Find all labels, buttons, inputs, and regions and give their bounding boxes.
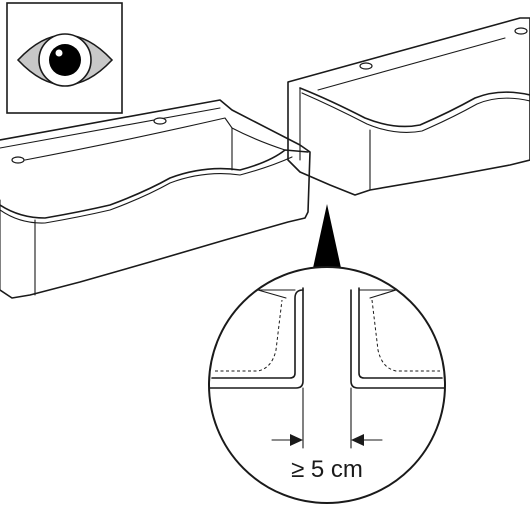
gap-dimension-label: ≥ 5 cm	[291, 456, 363, 483]
detail-circle: ≥ 5 cm	[208, 266, 446, 504]
right-section	[350, 287, 445, 389]
dimension-arrows	[271, 434, 383, 446]
left-washbasin	[0, 99, 311, 299]
right-washbasin	[287, 17, 530, 196]
pointer-triangle	[313, 204, 341, 268]
eye-icon	[6, 2, 123, 114]
left-section	[209, 287, 304, 389]
